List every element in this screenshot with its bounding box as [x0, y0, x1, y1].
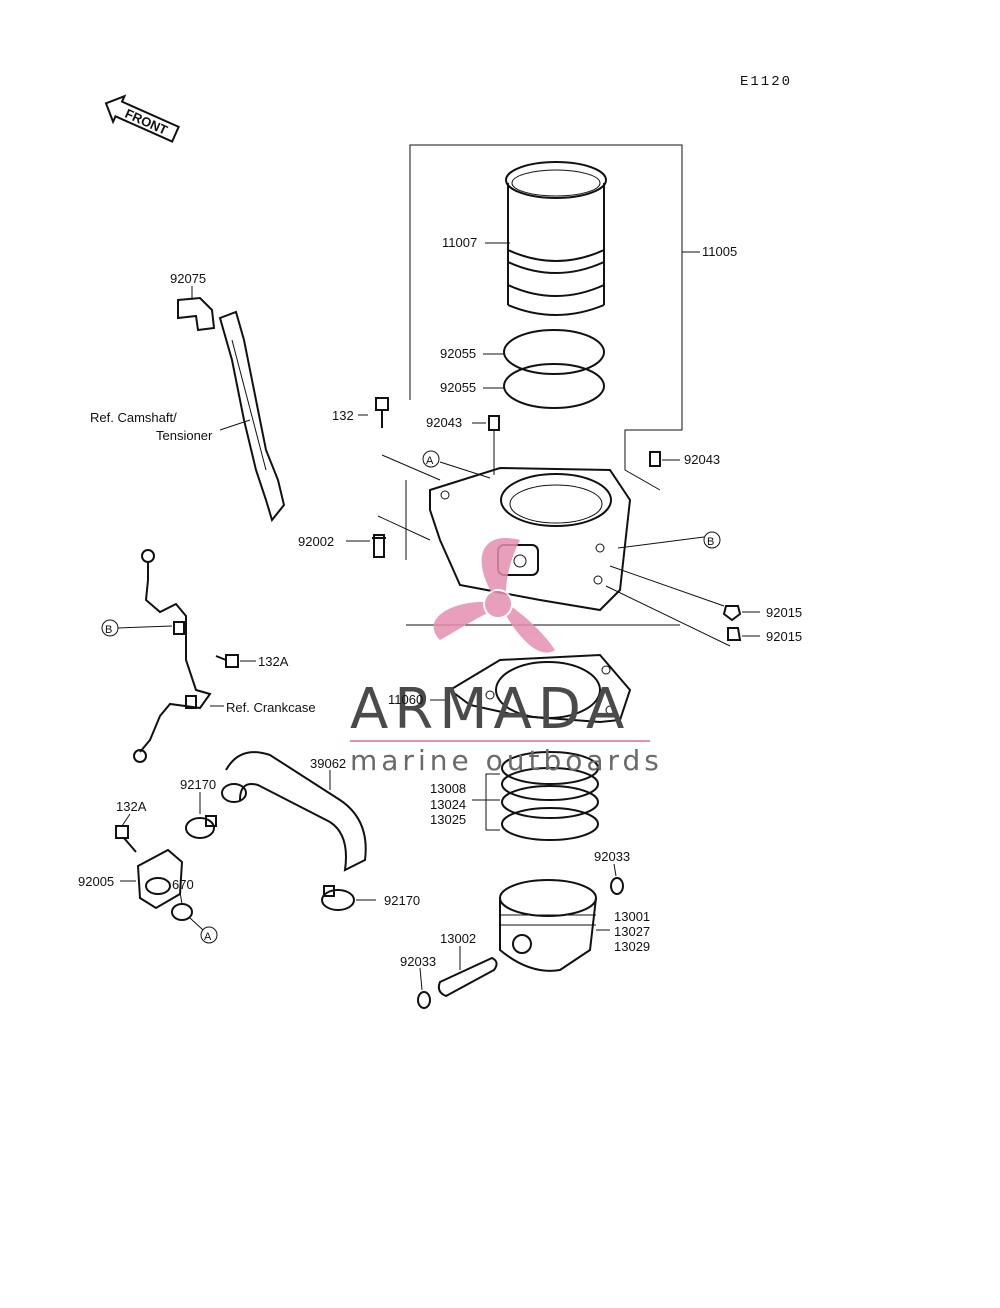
label-13008: 13008 [430, 781, 466, 796]
callout-a-top: A [422, 450, 440, 468]
label-13027: 13027 [614, 924, 650, 939]
callout-b-left: B [101, 619, 119, 637]
bolt-132a-upper [215, 654, 239, 668]
label-11005: 11005 [702, 244, 737, 259]
svg-text:A: A [204, 931, 212, 943]
label-11007: 11007 [442, 235, 477, 250]
label-11060: 11060 [388, 692, 423, 707]
dowel-pin-right [649, 451, 661, 467]
circlip-left [417, 991, 431, 1009]
label-13002: 13002 [440, 931, 476, 946]
label-132a-lower: 132A [116, 799, 147, 814]
label-92015-lower: 92015 [766, 629, 802, 644]
cylinder-kit-bracket [409, 144, 700, 491]
label-92043-left: 92043 [426, 415, 462, 430]
o-ring-670 [171, 903, 193, 921]
label-92055-upper: 92055 [440, 346, 476, 361]
label-92015-upper: 92015 [766, 605, 802, 620]
front-label: FRONT [123, 106, 170, 138]
cylinder-block [405, 466, 680, 626]
oil-pipe [133, 549, 212, 763]
piston-pin [437, 956, 498, 998]
o-ring-upper [503, 329, 605, 375]
front-arrow-icon: FRONT [104, 94, 180, 143]
piston [499, 879, 597, 972]
bolt-132 [375, 397, 389, 428]
chain-guide [177, 296, 286, 523]
label-92033-left: 92033 [400, 954, 436, 969]
dowel-pin-left [488, 415, 500, 431]
label-13025: 13025 [430, 812, 466, 827]
callout-b-right: B [703, 531, 721, 549]
water-hose [221, 751, 367, 872]
label-132: 132 [332, 408, 354, 423]
ref-camshaft-line2: Tensioner [156, 428, 213, 443]
svg-text:B: B [105, 624, 112, 636]
o-ring-lower [503, 363, 605, 409]
ref-camshaft-line1: Ref. Camshaft/ [90, 410, 177, 425]
label-13001: 13001 [614, 909, 650, 924]
piston-rings [501, 751, 599, 841]
stud-bolt [372, 534, 386, 558]
label-92075: 92075 [170, 271, 206, 286]
label-670: 670 [172, 877, 194, 892]
cylinder-liner [505, 161, 607, 316]
label-92043-right: 92043 [684, 452, 720, 467]
label-92033-right: 92033 [594, 849, 630, 864]
label-13029: 13029 [614, 939, 650, 954]
hose-clamp-lower [321, 885, 355, 911]
hose-clamp-upper [185, 815, 217, 839]
watermark-tagline: marine outboards [350, 744, 663, 777]
label-92170-upper: 92170 [180, 777, 216, 792]
ref-crankcase: Ref. Crankcase [226, 700, 316, 715]
nut-lower [727, 627, 742, 641]
label-92170-lower: 92170 [384, 893, 420, 908]
nut-upper [722, 605, 742, 622]
svg-text:A: A [426, 455, 434, 467]
bolt-132a-lower [115, 825, 137, 853]
label-132a-upper: 132A [258, 654, 289, 669]
callout-a-bottom: A [200, 926, 218, 944]
label-39062: 39062 [310, 756, 346, 771]
watermark-brand: ARMADA [350, 677, 630, 742]
label-92002: 92002 [298, 534, 334, 549]
label-92005: 92005 [78, 874, 114, 889]
circlip-right [610, 877, 624, 895]
head-gasket [448, 653, 632, 724]
armada-propeller-logo [433, 538, 555, 653]
svg-text:B: B [707, 536, 714, 548]
label-13024: 13024 [430, 797, 466, 812]
diagram-code: E1120 [740, 74, 792, 90]
label-92055-lower: 92055 [440, 380, 476, 395]
